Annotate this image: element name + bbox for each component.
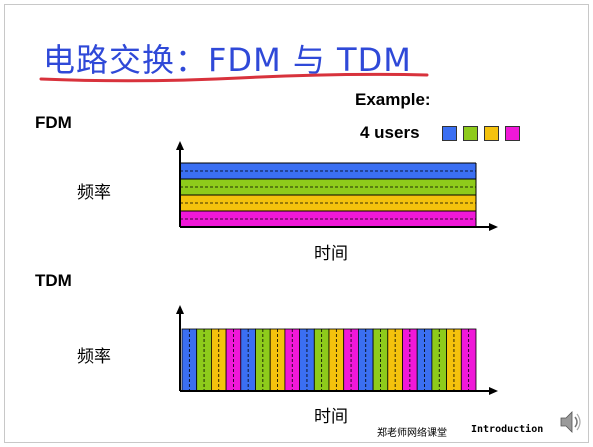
- fdm-time-label: 时间: [314, 244, 348, 264]
- tdm-freq-label: 频率: [77, 347, 111, 367]
- users-label: 4 users: [360, 123, 420, 142]
- fdm-label: FDM: [35, 113, 72, 132]
- tdm-x-arrow: [489, 387, 498, 395]
- tdm-diagram: [176, 305, 498, 395]
- users-legend: 4 users: [360, 123, 526, 143]
- fdm-freq-label: 频率: [77, 183, 111, 203]
- example-label: Example:: [355, 90, 431, 109]
- title-cn: 电路交换：: [43, 41, 209, 79]
- fdm-diagram: [176, 141, 498, 231]
- fdm-band-edges: [180, 162, 477, 227]
- fdm-x-arrow: [489, 223, 498, 231]
- tdm-time-label: 时间: [314, 407, 348, 427]
- speaker-icon[interactable]: [557, 409, 583, 435]
- title-tdm: TDM: [337, 41, 412, 79]
- tdm-slots: [181, 328, 477, 392]
- title-fdm: FDM: [208, 41, 282, 79]
- user-swatch-green: [462, 125, 478, 141]
- user-swatch-yellow: [483, 125, 499, 141]
- footer-course-name: 郑老师网络课堂: [377, 428, 447, 439]
- footer-chapter: Introduction: [471, 424, 544, 435]
- tdm-y-arrow: [176, 305, 184, 314]
- fdm-band-dividers: [180, 170, 476, 220]
- slide: 电路交换：FDM 与 TDM Example: 4 users FDM 频率: [4, 4, 589, 443]
- title-underline: [39, 72, 429, 83]
- user-swatch-magenta: [504, 125, 520, 141]
- title-yu: 与: [292, 41, 326, 79]
- slide-title: 电路交换：FDM 与 TDM: [43, 35, 412, 81]
- tdm-label: TDM: [35, 271, 72, 290]
- fdm-y-arrow: [176, 141, 184, 150]
- user-swatch-blue: [441, 125, 457, 141]
